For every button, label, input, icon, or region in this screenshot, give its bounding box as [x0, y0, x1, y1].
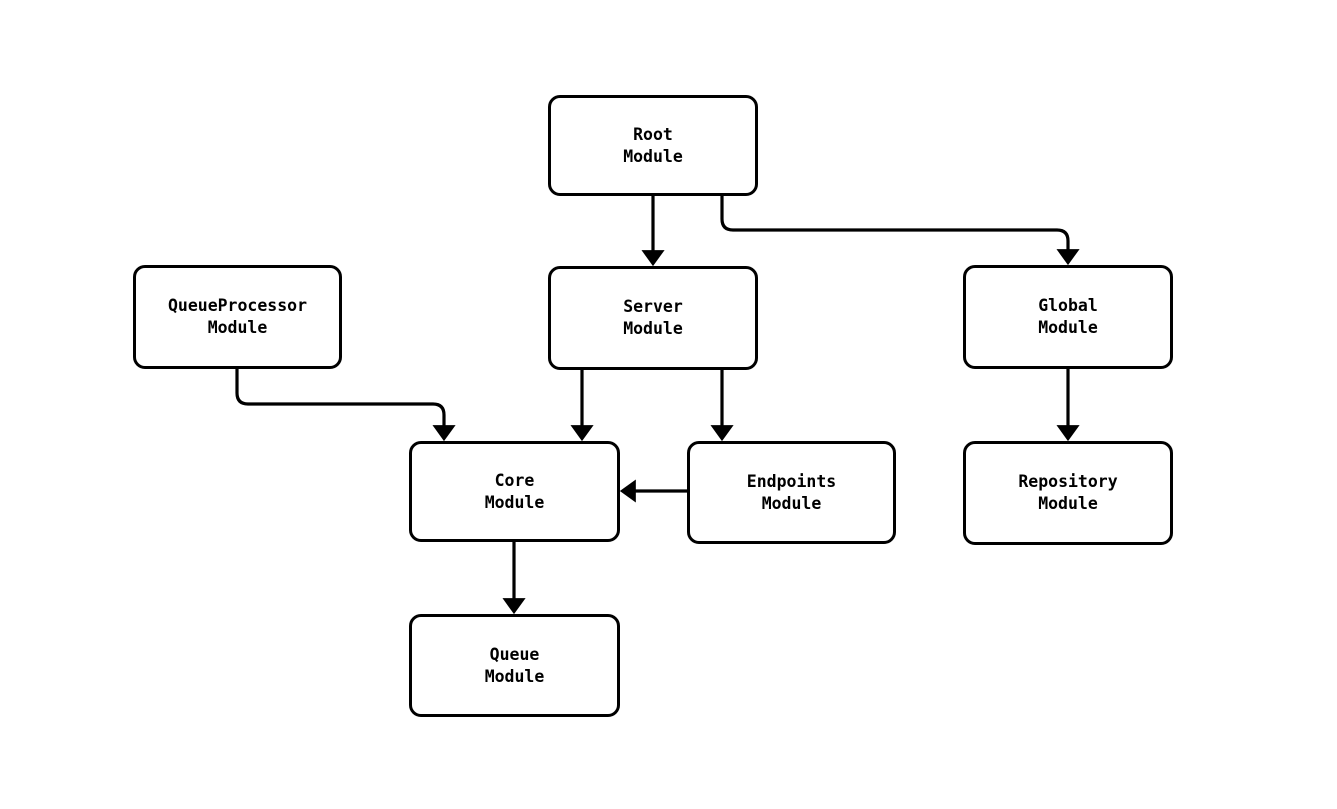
edge-queueprocessor-to-core [235, 369, 456, 442]
node-repository-module-name: Repository [1018, 472, 1118, 491]
node-queue-module-name: Queue [489, 644, 540, 664]
node-global-module-suffix: Module [1038, 318, 1098, 337]
node-endpoints-module[interactable]: Endpoints Module [687, 441, 896, 544]
node-server-module-name: Server [623, 297, 683, 316]
node-server-module[interactable]: Server Module [548, 266, 758, 370]
node-root-module[interactable]: Root Module [548, 95, 758, 196]
node-root-module-name: Root [633, 124, 673, 144]
node-core-module-name: Core [494, 470, 535, 490]
node-global-module[interactable]: Global Module [963, 265, 1173, 369]
node-queueprocessor-module-suffix: Module [207, 318, 268, 337]
node-queue-module[interactable]: Queue Module [409, 614, 620, 717]
node-core-module-suffix: Module [484, 492, 545, 512]
node-endpoints-module-name: Endpoints [746, 471, 837, 491]
node-root-module-suffix: Module [623, 146, 683, 166]
node-core-module[interactable]: Core Module [409, 441, 620, 542]
node-repository-module-suffix: Module [1038, 494, 1098, 513]
node-global-module-name: Global [1038, 296, 1098, 315]
node-endpoints-module-suffix: Module [761, 493, 822, 513]
node-server-module-suffix: Module [623, 319, 683, 338]
node-queueprocessor-module[interactable]: QueueProcessor Module [133, 265, 342, 369]
edge-root-to-global [720, 196, 1080, 266]
node-repository-module[interactable]: Repository Module [963, 441, 1173, 545]
node-queueprocessor-module-name: QueueProcessor [167, 296, 308, 315]
node-queue-module-suffix: Module [484, 666, 545, 686]
